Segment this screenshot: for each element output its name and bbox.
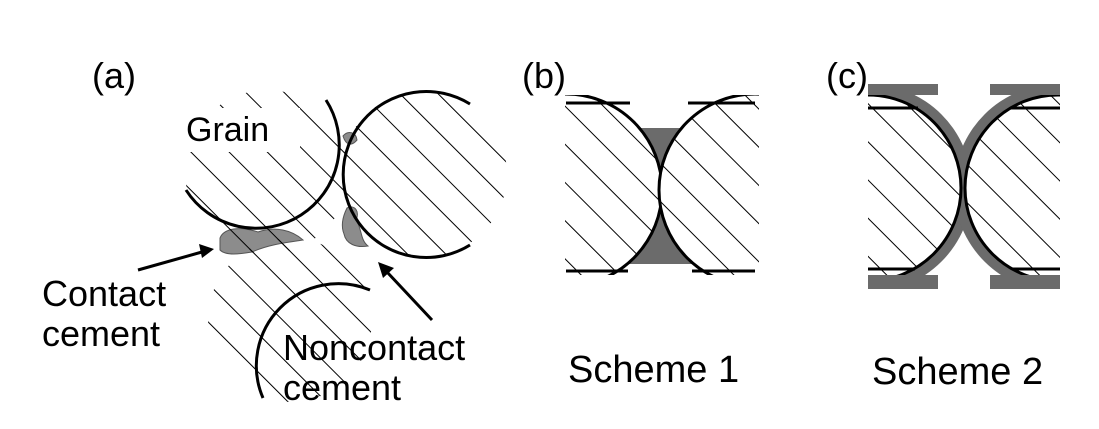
scheme2-grain-right: [963, 95, 1060, 275]
scheme1-grain-right: [657, 95, 759, 275]
noncontact-cement-arrow: [378, 262, 434, 322]
noncontact-label-line2: cement: [283, 367, 401, 408]
contact-label-line1: Contact: [42, 273, 166, 314]
noncontact-label-line1: Noncontact: [283, 327, 465, 368]
grain-right: [341, 90, 507, 259]
panel-a-tag: (a): [92, 55, 136, 96]
panel-b: (b) Scheme 1: [522, 55, 759, 391]
panel-a: (a) Grain Conta: [42, 55, 507, 408]
panel-c-tag: (c): [826, 55, 868, 96]
grain-label: Grain: [186, 111, 269, 149]
panel-c: (c) Scheme 2: [826, 55, 1060, 393]
grain-bottom: [208, 238, 372, 402]
grain-label-backdrop: [182, 108, 300, 152]
contact-cement-arrow: [137, 244, 214, 272]
scheme2-grain-left: [868, 95, 963, 275]
scheme1-caption: Scheme 1: [568, 349, 739, 391]
contact-label-line2: cement: [42, 313, 160, 354]
scheme2-caption: Scheme 2: [872, 351, 1043, 393]
panel-b-tag: (b): [522, 55, 566, 96]
